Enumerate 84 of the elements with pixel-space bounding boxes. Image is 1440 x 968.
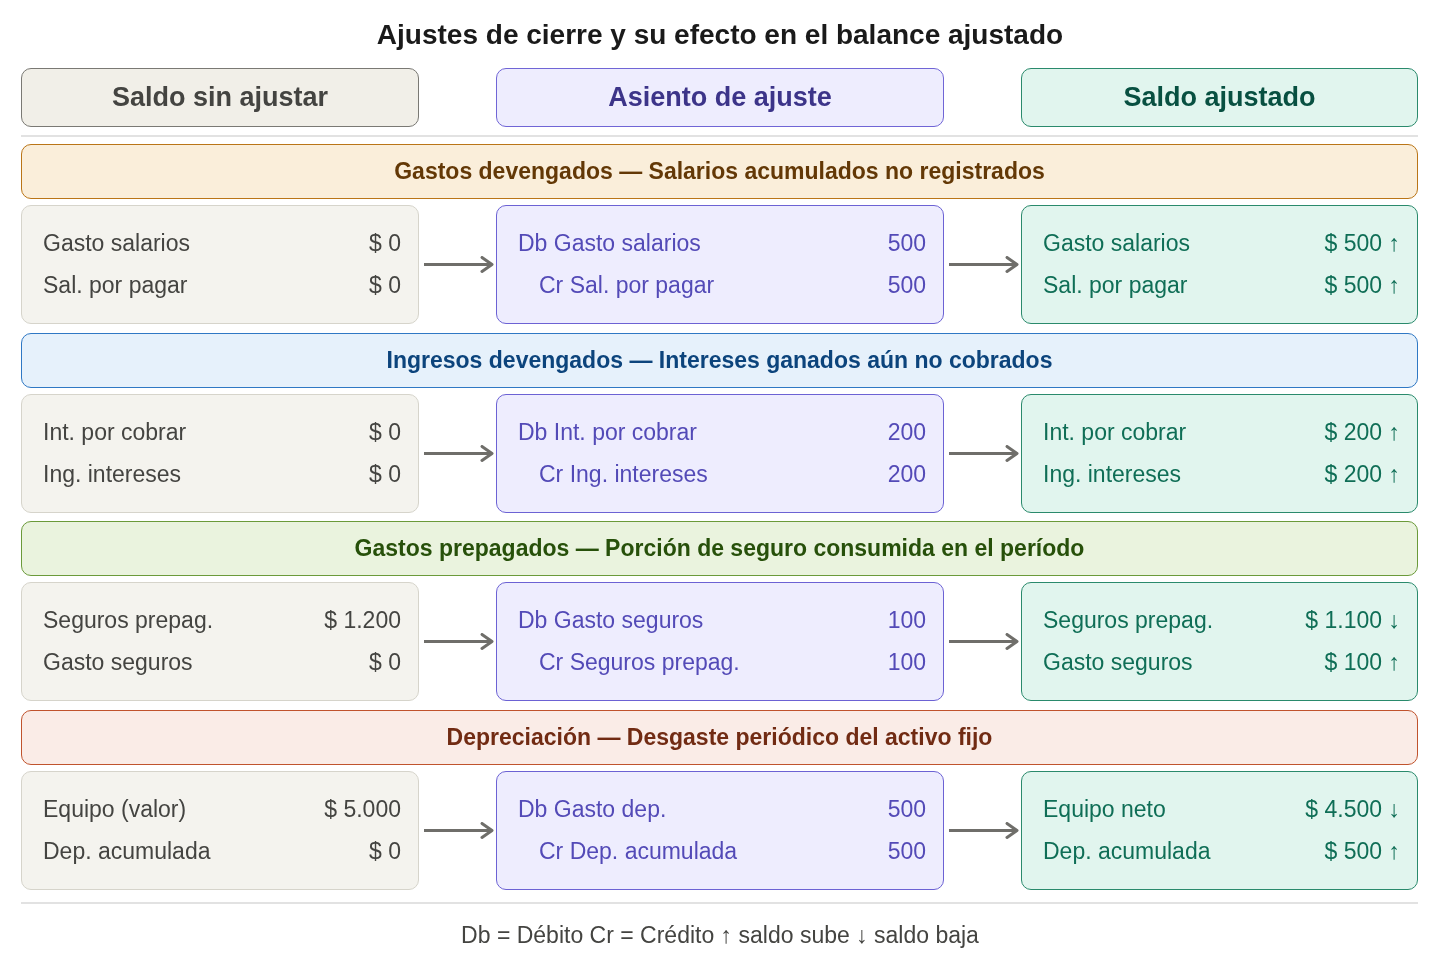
account-name: Equipo neto (1043, 796, 1166, 823)
account-name: Seguros prepag. (43, 607, 214, 634)
balance-card (1021, 205, 1418, 324)
section-heading: Ingresos devengados — Intereses ganados aún no cobrados (386, 347, 1053, 374)
account-name: Dep. acumulada (43, 838, 211, 865)
entry-amount: 200 (887, 419, 926, 446)
entry-amount: 500 (887, 230, 926, 257)
balance-amount: $ 4.500 ↓ (1305, 796, 1400, 823)
column-heading: Asiento de ajuste (608, 82, 832, 113)
column-header (21, 68, 419, 127)
arrow (424, 633, 494, 650)
section-heading: Depreciación — Desgaste periódico del activo fijo (446, 724, 993, 751)
entry-account: Db Int. por cobrar (518, 419, 697, 446)
entry-account: Cr Seguros prepag. (539, 649, 740, 676)
arrow (949, 822, 1019, 839)
entry-amount: 500 (887, 272, 926, 299)
balance-amount: $ 0 (369, 838, 401, 865)
account-name: Gasto salarios (43, 230, 190, 257)
balance-amount: $ 500 ↑ (1324, 272, 1400, 299)
journal-entry-card (496, 771, 944, 890)
balance-amount: $ 200 ↑ (1324, 419, 1400, 446)
entry-amount: 100 (887, 649, 926, 676)
account-name: Ing. intereses (1043, 461, 1182, 488)
account-name: Gasto seguros (1043, 649, 1193, 676)
balance-amount: $ 500 ↑ (1324, 230, 1400, 257)
balance-card (21, 582, 419, 701)
account-name: Int. por cobrar (43, 419, 187, 446)
balance-amount: $ 1.200 (324, 607, 401, 634)
balance-card (21, 771, 419, 890)
balance-card (1021, 394, 1418, 513)
entry-amount: 100 (887, 607, 926, 634)
arrow (949, 633, 1019, 650)
section-heading: Gastos devengados — Salarios acumulados no registrados (394, 158, 1045, 185)
account-name: Sal. por pagar (43, 272, 188, 299)
entry-account: Cr Dep. acumulada (539, 838, 738, 865)
account-name: Gasto seguros (43, 649, 193, 676)
balance-card (1021, 771, 1418, 890)
column-heading: Saldo sin ajustar (111, 82, 329, 113)
category-band (21, 521, 1418, 576)
balance-card (1021, 582, 1418, 701)
column-heading: Saldo ajustado (1123, 82, 1316, 113)
balance-amount: $ 5.000 (324, 796, 401, 823)
balance-card (21, 394, 419, 513)
entry-account: Db Gasto salarios (518, 230, 701, 257)
column-header (496, 68, 944, 127)
category-band (21, 144, 1418, 199)
balance-amount: $ 0 (369, 230, 401, 257)
account-name: Ing. intereses (43, 461, 182, 488)
journal-entry-card (496, 205, 944, 324)
entry-account: Cr Ing. intereses (539, 461, 708, 488)
entry-account: Db Gasto seguros (518, 607, 704, 634)
balance-amount: $ 200 ↑ (1324, 461, 1400, 488)
account-name: Gasto salarios (1043, 230, 1190, 257)
balance-amount: $ 0 (369, 272, 401, 299)
journal-entry-card (496, 394, 944, 513)
column-header (1021, 68, 1418, 127)
balance-amount: $ 500 ↑ (1324, 838, 1400, 865)
account-name: Dep. acumulada (1043, 838, 1211, 865)
arrow (424, 256, 494, 273)
entry-amount: 200 (887, 461, 926, 488)
balance-amount: $ 0 (369, 649, 401, 676)
balance-amount: $ 1.100 ↓ (1305, 607, 1400, 634)
entry-amount: 500 (887, 838, 926, 865)
account-name: Int. por cobrar (1043, 419, 1187, 446)
entry-amount: 500 (887, 796, 926, 823)
entry-account: Db Gasto dep. (518, 796, 667, 823)
balance-amount: $ 0 (369, 419, 401, 446)
entry-account: Cr Sal. por pagar (539, 272, 715, 299)
diagram-title: Ajustes de cierre y su efecto en el balance ajustado (376, 18, 1064, 52)
account-name: Sal. por pagar (1043, 272, 1188, 299)
balance-amount: $ 100 ↑ (1324, 649, 1400, 676)
arrow (949, 256, 1019, 273)
category-band (21, 710, 1418, 765)
journal-entry-card (496, 582, 944, 701)
balance-card (21, 205, 419, 324)
balance-amount: $ 0 (369, 461, 401, 488)
category-band (21, 333, 1418, 388)
caption-text: Db = Débito Cr = Crédito ↑ saldo sube ↓ saldo baja (461, 921, 979, 950)
arrow (424, 822, 494, 839)
account-name: Seguros prepag. (1043, 607, 1214, 634)
account-name: Equipo (valor) (43, 796, 187, 823)
arrow (424, 445, 494, 462)
arrow (949, 445, 1019, 462)
section-heading: Gastos prepagados — Porción de seguro consumida en el período (354, 535, 1085, 562)
